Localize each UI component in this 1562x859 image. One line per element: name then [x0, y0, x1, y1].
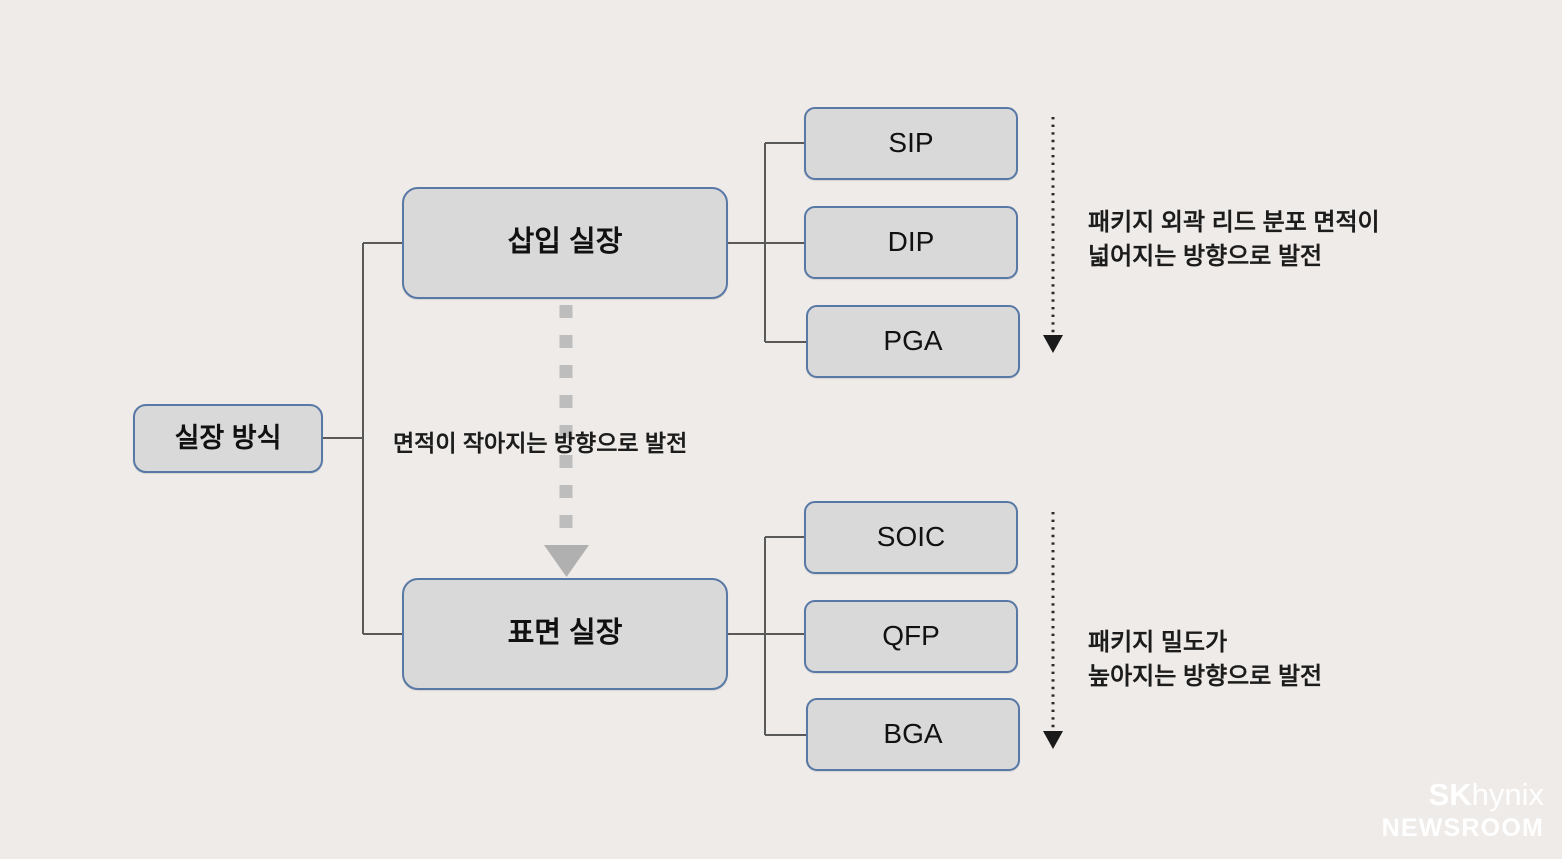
node-leaf-qfp-label: QFP: [882, 620, 940, 652]
watermark-sk-hynix-newsroom: SKhynix NEWSROOM: [1366, 779, 1544, 843]
node-leaf-sip-label: SIP: [888, 127, 934, 159]
node-branch-surface-mount[interactable]: 표면 실장: [402, 578, 728, 690]
node-leaf-pga-label: PGA: [883, 325, 943, 357]
node-root[interactable]: 실장 방식: [133, 404, 323, 473]
watermark-hynix: hynix: [1471, 777, 1544, 812]
annotation-top: 패키지 외곽 리드 분포 면적이 넓어지는 방향으로 발전: [1088, 209, 1380, 271]
node-leaf-bga[interactable]: BGA: [806, 698, 1020, 771]
node-branch-through-hole-label: 삽입 실장: [507, 226, 623, 259]
node-leaf-dip-label: DIP: [887, 226, 935, 258]
node-leaf-pga[interactable]: PGA: [806, 305, 1020, 378]
dotted-arrow-bottom: [1043, 512, 1063, 749]
center-caption: 면적이 작아지는 방향으로 발전: [393, 430, 688, 456]
node-leaf-bga-label: BGA: [883, 718, 943, 750]
node-leaf-qfp[interactable]: QFP: [804, 600, 1018, 673]
node-branch-surface-mount-label: 표면 실장: [507, 617, 623, 650]
node-root-label: 실장 방식: [174, 422, 282, 453]
node-leaf-soic[interactable]: SOIC: [804, 501, 1018, 574]
node-leaf-dip[interactable]: DIP: [804, 206, 1018, 279]
dotted-arrow-top: [1043, 117, 1063, 353]
watermark-sk: SK: [1428, 777, 1472, 812]
watermark-newsroom: NEWSROOM: [1381, 814, 1544, 842]
node-branch-through-hole[interactable]: 삽입 실장: [402, 187, 728, 299]
annotation-bottom: 패키지 밀도가 높아지는 방향으로 발전: [1088, 629, 1323, 691]
watermark-brand: SKhynix: [1366, 779, 1544, 810]
node-leaf-soic-label: SOIC: [876, 521, 946, 553]
node-leaf-sip[interactable]: SIP: [804, 107, 1018, 180]
